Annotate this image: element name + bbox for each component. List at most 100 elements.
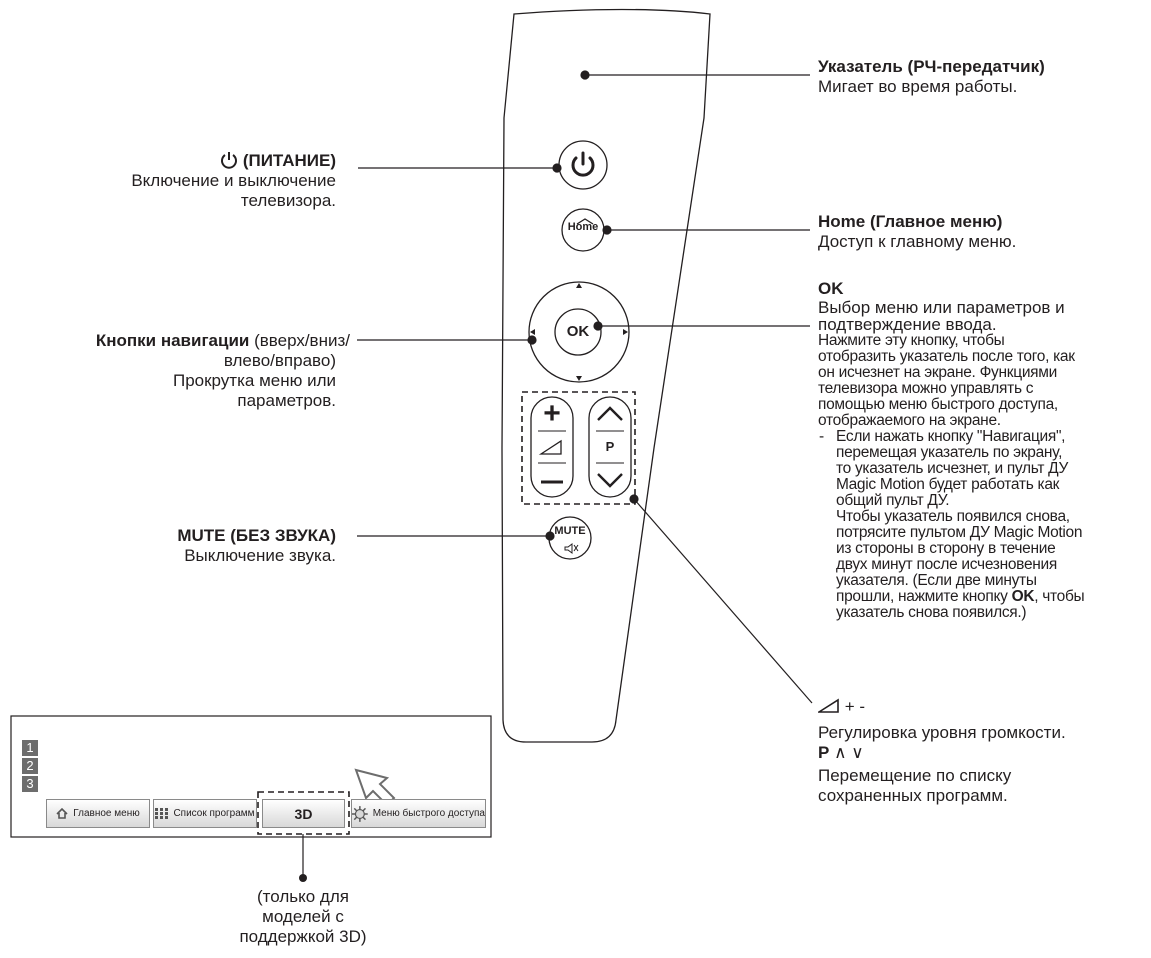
ok-detail-line: отображаемого на экране. bbox=[818, 412, 1001, 429]
leader-lines bbox=[357, 70, 813, 704]
ok-sub-line: из стороны в сторону в течение bbox=[836, 540, 1056, 557]
mute-desc: Выключение звука. bbox=[184, 546, 336, 565]
nav-callout-rest: влево/вправо) Прокрутка меню или парамет… bbox=[60, 351, 336, 411]
channel-rocker[interactable] bbox=[588, 396, 632, 498]
ok-sub-line: Чтобы указатель появился снова, bbox=[836, 508, 1070, 525]
home-title: Home (Главное меню) bbox=[818, 212, 1003, 231]
ok-sub-line: указатель снова появился.) bbox=[836, 604, 1027, 621]
power-desc-1: Включение и выключение bbox=[131, 171, 336, 190]
ok-sub-line: перемещая указатель по экрану, bbox=[836, 444, 1063, 461]
volume-callout: + - Регулировка уровня громкости. P ∧ ∨ … bbox=[816, 697, 1066, 806]
nav-line-4: параметров. bbox=[237, 391, 336, 410]
nav-up-icon bbox=[576, 283, 582, 288]
three-d-note-line: (только для bbox=[257, 887, 349, 906]
three-d-note-line: поддержкой 3D) bbox=[239, 927, 367, 946]
channel-up-icon bbox=[597, 406, 623, 421]
program-title-row: P ∧ ∨ bbox=[818, 743, 1066, 763]
speaker-mute-icon bbox=[564, 543, 579, 554]
ok-detail-line: телевизора можно управлять с bbox=[818, 380, 1034, 397]
program-arrows: ∧ ∨ bbox=[834, 743, 864, 762]
osd-channel-list-label: Список программ bbox=[173, 808, 255, 819]
osd-3d-button[interactable]: 3D bbox=[262, 799, 345, 828]
pointer-desc: Мигает во время работы. bbox=[818, 77, 1018, 96]
ok-sub-line: общий пульт ДУ. bbox=[836, 492, 950, 509]
home-button-label: Home bbox=[567, 221, 599, 233]
ok-sub-line: прошли, нажмите кнопку OK, чтобы bbox=[836, 589, 1148, 605]
pointer-title: Указатель (РЧ-передатчик) bbox=[818, 57, 1045, 76]
ok-sub-line: потрясите пультом ДУ Magic Motion bbox=[836, 524, 1083, 541]
home-icon bbox=[56, 808, 68, 819]
osd-quick-menu-button[interactable]: Меню быстрого доступа bbox=[351, 799, 486, 828]
volume-channel-highlight bbox=[521, 391, 636, 505]
nav-callout: Кнопки навигации (вверх/вниз/ bbox=[10, 331, 350, 351]
volume-ramp-icon bbox=[538, 439, 562, 455]
ok-detail-line: он исчезнет на экране. Функциями bbox=[818, 364, 1057, 381]
mute-button[interactable] bbox=[548, 516, 592, 560]
power-title-row: (ПИТАНИЕ) bbox=[60, 151, 336, 171]
osd-3d-label: 3D bbox=[294, 805, 313, 822]
remote-body bbox=[501, 8, 711, 743]
nav-line-2: влево/вправо) bbox=[223, 351, 336, 370]
volume-plus-label: + bbox=[543, 397, 561, 430]
ok-sub-line: то указатель исчезнет, и пульт ДУ bbox=[836, 460, 1069, 477]
ok-subitem-dash: - bbox=[819, 428, 824, 445]
mute-title: MUTE (БЕЗ ЗВУКА) bbox=[177, 526, 336, 545]
ok-sub-line: Если нажать кнопку "Навигация", bbox=[836, 428, 1066, 445]
mute-button-label: MUTE bbox=[554, 525, 586, 537]
power-callout: (ПИТАНИЕ) Включение и выключение телевиз… bbox=[60, 151, 336, 211]
power-icon bbox=[221, 152, 238, 169]
channel-label: P bbox=[605, 439, 615, 454]
ok-details: Нажмите эту кнопку, чтобы отобразить ука… bbox=[818, 333, 1148, 621]
three-d-note-line: моделей с bbox=[262, 907, 344, 926]
osd-number-1[interactable]: 1 bbox=[22, 740, 38, 756]
ok-detail-line: отобразить указатель после того, как bbox=[818, 348, 1075, 365]
volume-ramp-icon bbox=[816, 698, 839, 713]
nav-line-3: Прокрутка меню или bbox=[172, 371, 336, 390]
ok-sub-line: Magic Motion будет работать как bbox=[836, 476, 1060, 493]
ok-sub-line: указателя. (Если две минуты bbox=[836, 572, 1037, 589]
three-d-highlight bbox=[257, 791, 350, 835]
volume-title-row: + - bbox=[816, 697, 1066, 717]
program-title: P bbox=[818, 743, 830, 762]
ok-callout: OK Выбор меню или параметров и подтвержд… bbox=[818, 279, 1148, 621]
osd-number-2[interactable]: 2 bbox=[22, 758, 38, 774]
ok-sub-line: двух минут после исчезновения bbox=[836, 556, 1057, 573]
nav-left-icon bbox=[530, 329, 535, 335]
osd-number-3[interactable]: 3 bbox=[22, 776, 38, 792]
ok-line-1: Выбор меню или параметров и bbox=[818, 298, 1065, 317]
channel-down-icon bbox=[597, 473, 623, 488]
osd-home-label: Главное меню bbox=[73, 808, 140, 819]
gear-icon bbox=[352, 805, 368, 822]
ok-sub-text: , чтобы bbox=[1034, 588, 1085, 605]
volume-title: + - bbox=[844, 697, 866, 716]
ok-sub-bold: OK bbox=[1011, 588, 1035, 605]
program-desc-1: Перемещение по списку bbox=[818, 766, 1012, 785]
ok-detail-line: Нажмите эту кнопку, чтобы bbox=[818, 332, 1005, 349]
ok-sub-text: прошли, нажмите кнопку bbox=[836, 588, 1012, 605]
ok-button-label: OK bbox=[566, 323, 590, 340]
power-button[interactable] bbox=[558, 140, 608, 190]
nav-down-icon bbox=[576, 376, 582, 381]
home-button[interactable] bbox=[561, 208, 605, 252]
power-desc-2: телевизора. bbox=[240, 191, 336, 210]
osd-channel-list-button[interactable]: Список программ bbox=[153, 799, 257, 828]
power-title: (ПИТАНИЕ) bbox=[242, 151, 336, 170]
three-d-note: (только для моделей с поддержкой 3D) bbox=[213, 887, 393, 947]
ok-button[interactable] bbox=[554, 308, 602, 356]
osd-quick-menu-label: Меню быстрого доступа bbox=[372, 808, 485, 819]
nav-title-row: Кнопки навигации (вверх/вниз/ bbox=[10, 331, 350, 351]
ok-line-2: подтверждение ввода. bbox=[818, 315, 997, 334]
home-desc: Доступ к главному меню. bbox=[818, 232, 1017, 251]
nav-paren: (вверх/вниз/ bbox=[249, 331, 350, 350]
ok-subitem: - Если нажать кнопку "Навигация", переме… bbox=[818, 429, 1148, 621]
grid-icon bbox=[155, 808, 169, 819]
osd-home-button[interactable]: Главное меню bbox=[46, 799, 150, 828]
volume-desc: Регулировка уровня громкости. bbox=[818, 723, 1066, 742]
program-desc-2: сохраненных программ. bbox=[818, 786, 1008, 805]
nav-right-icon bbox=[623, 329, 628, 335]
home-callout: Home (Главное меню) Доступ к главному ме… bbox=[818, 212, 1016, 252]
nav-title: Кнопки навигации bbox=[95, 331, 250, 350]
mute-callout: MUTE (БЕЗ ЗВУКА) Выключение звука. bbox=[60, 526, 336, 566]
volume-rocker[interactable] bbox=[530, 396, 574, 498]
